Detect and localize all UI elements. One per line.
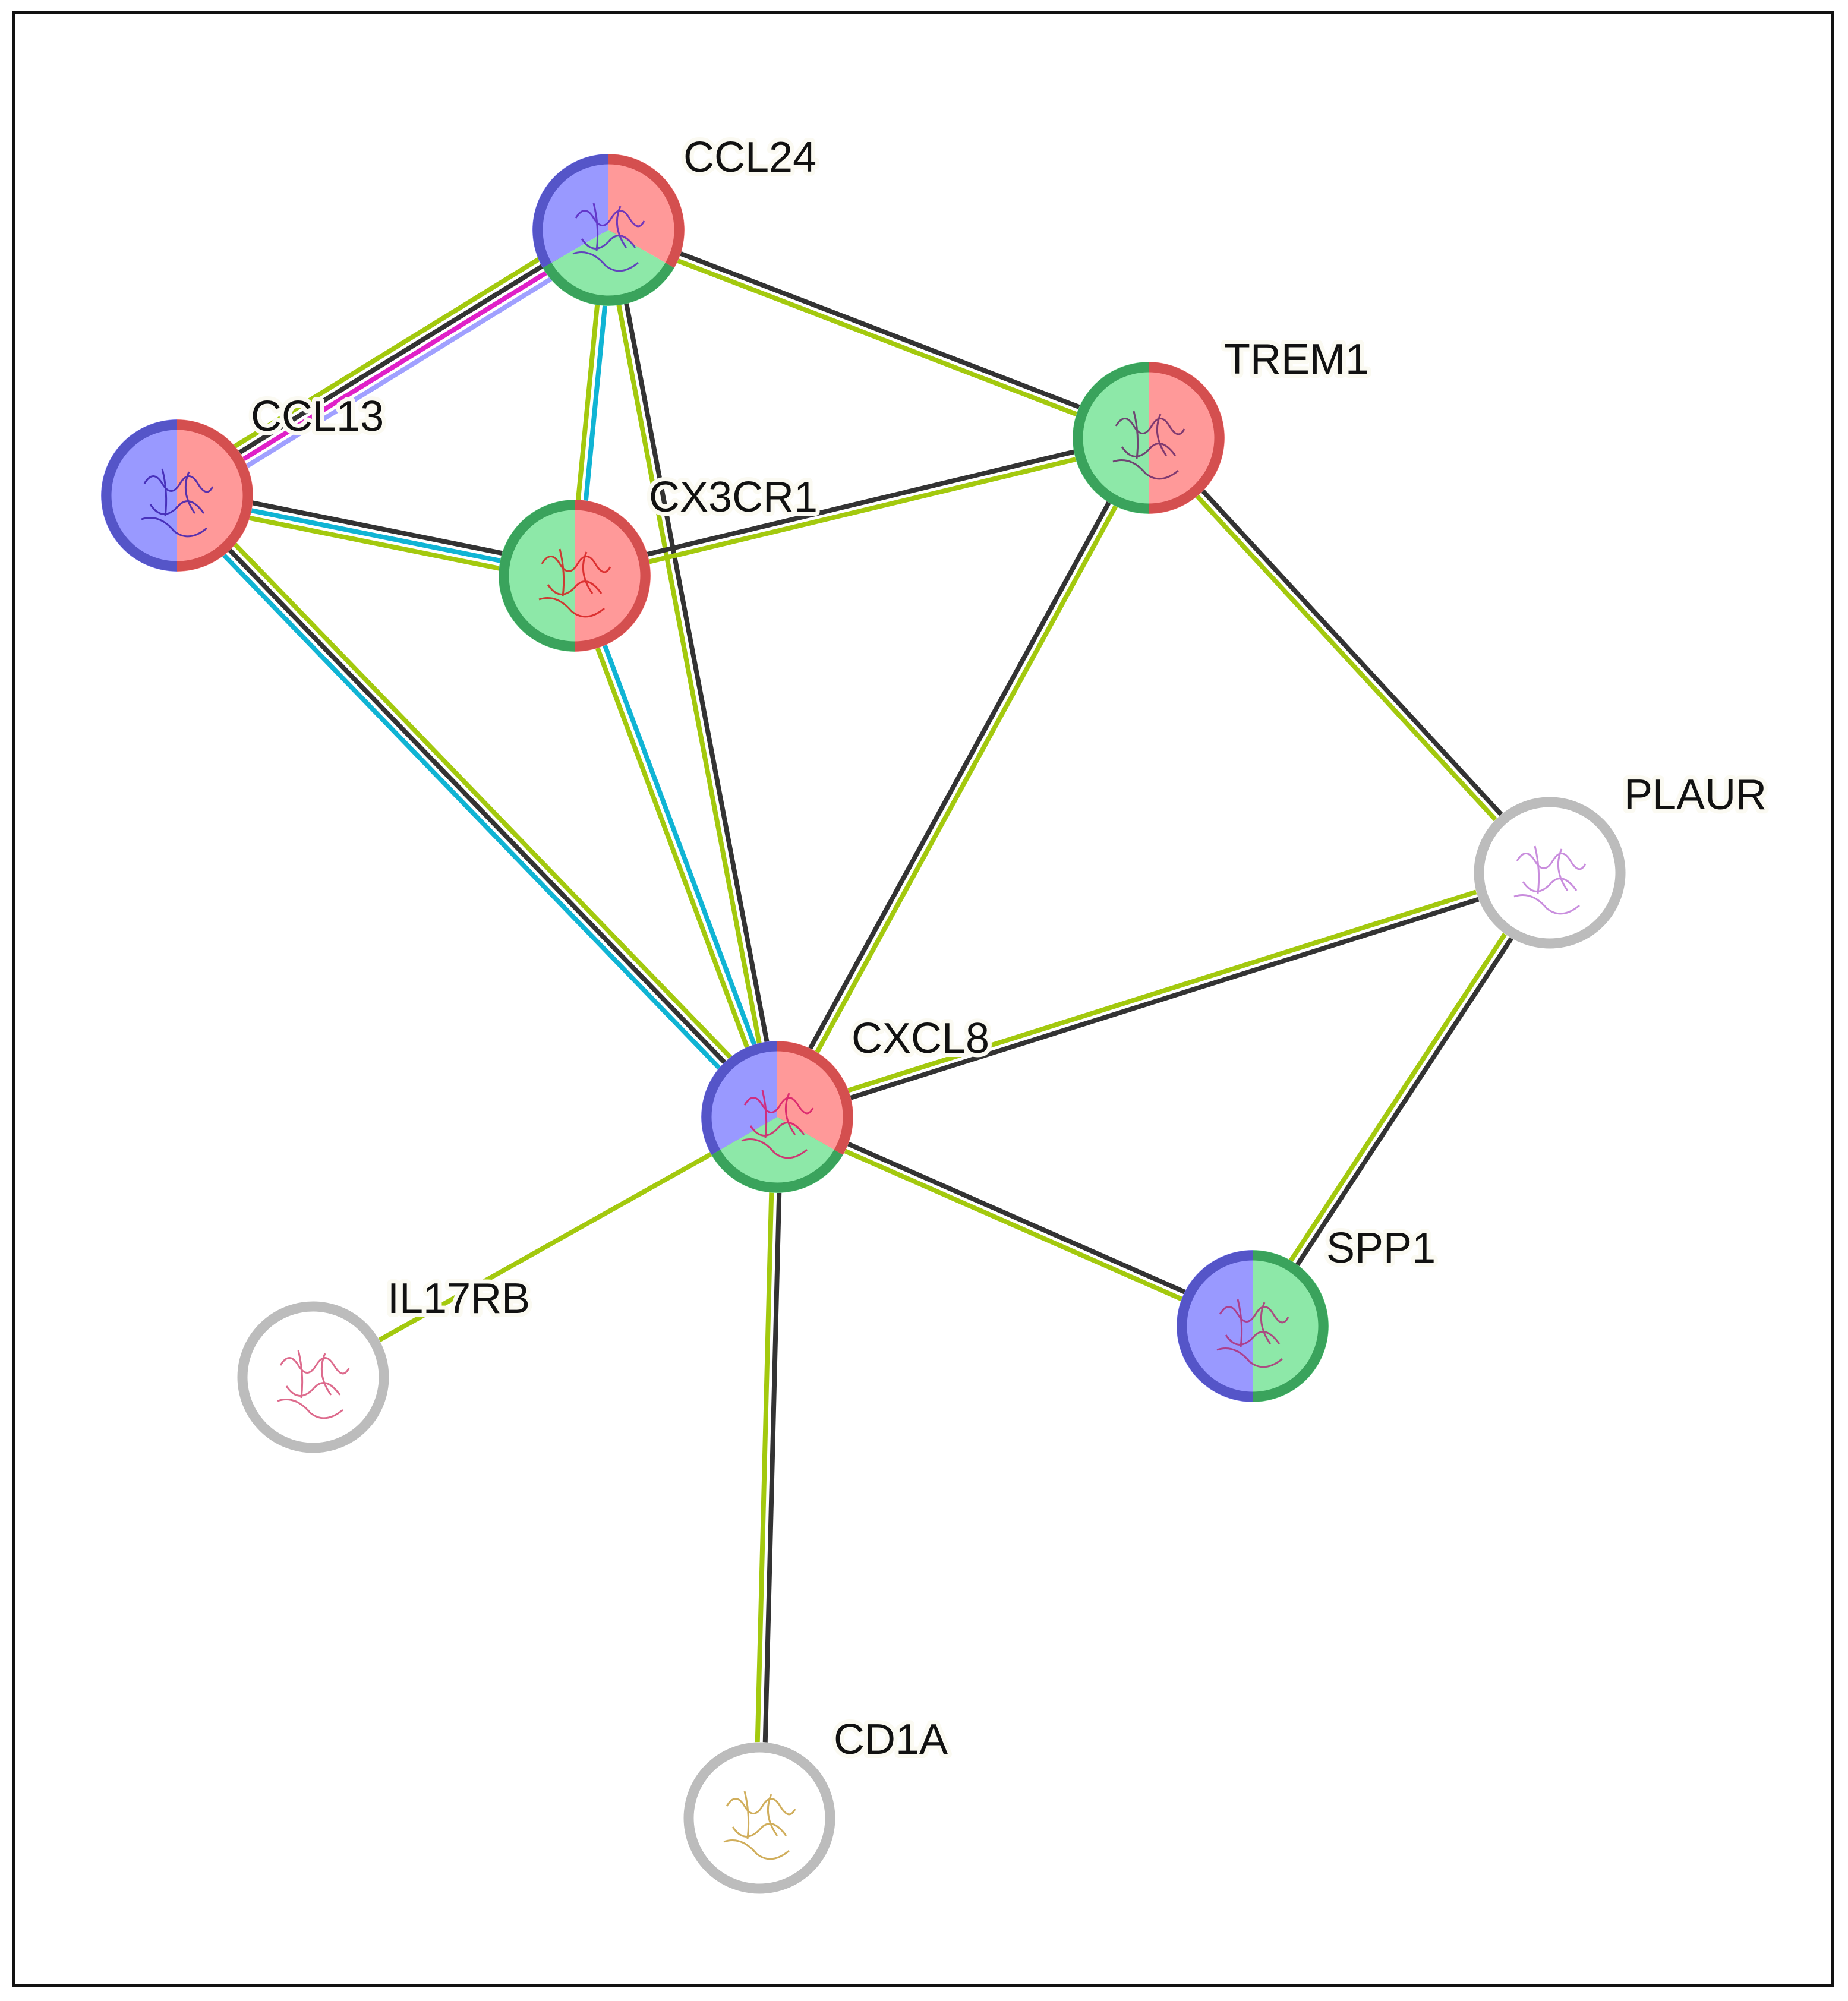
edge-cxcl8-cd1a[interactable]	[753, 1116, 784, 1819]
network-frame	[12, 11, 1834, 1987]
node-cd1a[interactable]	[683, 1742, 835, 1894]
edge-line-textmining	[602, 230, 776, 1118]
edge-line-coexpression	[761, 1117, 784, 1819]
node-ring	[683, 1742, 835, 1894]
edge-line-coexpression	[1254, 873, 1555, 1330]
edge-line-coexpression	[777, 874, 1552, 1123]
node-ring	[237, 1301, 389, 1453]
edge-cxcl8-il17rb[interactable]	[312, 1115, 778, 1380]
edge-cx3cr1-trem1[interactable]	[573, 431, 1150, 582]
protein-structure-icon	[1513, 845, 1587, 915]
node-sector	[1149, 362, 1225, 514]
node-ring-arc	[176, 419, 253, 572]
node-label-spp1: SPP1	[1326, 1224, 1436, 1272]
edge-line-coexpression	[771, 434, 1147, 1116]
edge-line-coexpression	[174, 225, 608, 494]
protein-structure-icon	[141, 468, 214, 538]
protein-structure-icon	[1112, 411, 1185, 480]
edge-line-database	[169, 499, 774, 1124]
node-ring-arc	[711, 1150, 843, 1193]
nodes-layer	[101, 154, 1626, 1894]
edge-line-experiment	[178, 231, 612, 501]
node-ring-arc	[101, 419, 178, 572]
edge-trem1-cxcl8[interactable]	[771, 434, 1155, 1121]
node-ring-arc	[543, 263, 674, 306]
edge-line-textmining	[569, 576, 776, 1119]
edge-line-database	[576, 573, 783, 1117]
node-ring-arc	[1177, 1250, 1253, 1402]
edge-line-coexpression	[608, 224, 1151, 437]
edge-line-textmining	[778, 438, 1155, 1121]
node-label-cx3cr1: CX3CR1	[649, 474, 818, 521]
node-ring-arc	[499, 500, 575, 652]
edge-line-textmining	[169, 217, 604, 488]
edge-line-textmining	[1144, 438, 1549, 878]
node-plaur[interactable]	[1474, 797, 1626, 949]
node-ring-arc	[1252, 1250, 1329, 1402]
node-label-ccl24: CCL24	[683, 134, 816, 181]
protein-structure-icon	[538, 548, 611, 618]
edge-line-textmining	[181, 488, 785, 1113]
node-ring-arc	[1148, 362, 1225, 514]
node-ring-arc	[701, 1041, 778, 1155]
node-cx3cr1[interactable]	[499, 500, 651, 652]
edge-line-coexpression	[175, 494, 779, 1119]
edge-line-coexpression	[610, 229, 784, 1117]
edge-ccl13-cxcl8[interactable]	[169, 488, 785, 1124]
edge-line-textmining	[775, 866, 1550, 1116]
node-fill	[1474, 797, 1626, 949]
edge-line-textmining	[575, 439, 1150, 582]
node-cxcl8[interactable]	[701, 1041, 853, 1193]
edge-line-textmining	[606, 231, 1149, 444]
node-ring-arc	[532, 154, 609, 268]
node-sector	[575, 500, 651, 652]
edge-plaur-cxcl8[interactable]	[775, 866, 1552, 1123]
edge-cxcl8-spp1[interactable]	[774, 1111, 1256, 1332]
node-trem1[interactable]	[1073, 362, 1225, 514]
edge-ccl24-trem1[interactable]	[606, 224, 1151, 444]
edges-layer	[169, 217, 1555, 1819]
node-label-trem1: TREM1	[1224, 336, 1369, 383]
edge-line-textmining	[312, 1115, 778, 1380]
node-ccl24[interactable]	[532, 154, 685, 306]
edge-line-homology	[182, 238, 616, 508]
edge-line-textmining	[1247, 869, 1549, 1325]
protein-structure-icon	[1216, 1299, 1289, 1368]
protein-structure-icon	[277, 1350, 350, 1419]
node-il17rb[interactable]	[237, 1301, 389, 1453]
node-label-plaur: PLAUR	[1624, 771, 1767, 819]
node-fill	[683, 1742, 835, 1894]
node-ring-arc	[777, 1041, 853, 1155]
edge-trem1-plaur[interactable]	[1144, 433, 1554, 878]
edge-line-textmining	[774, 1118, 1252, 1332]
edge-line-coexpression	[573, 431, 1149, 575]
node-label-cxcl8: CXCL8	[852, 1015, 989, 1062]
node-ring-arc	[574, 500, 651, 652]
edge-ccl24-cxcl8[interactable]	[602, 229, 784, 1118]
protein-structure-icon	[723, 1791, 796, 1860]
node-spp1[interactable]	[1177, 1250, 1329, 1402]
node-label-cd1a: CD1A	[834, 1716, 948, 1763]
edge-ccl24-ccl13[interactable]	[169, 217, 616, 508]
edge-plaur-spp1[interactable]	[1247, 869, 1555, 1330]
node-label-il17rb: IL17RB	[387, 1275, 530, 1323]
edge-cx3cr1-cxcl8[interactable]	[569, 573, 783, 1119]
protein-structure-icon	[741, 1090, 814, 1159]
node-ring-arc	[608, 154, 685, 268]
edge-line-coexpression	[778, 1111, 1256, 1325]
protein-structure-icon	[572, 203, 645, 272]
node-ring	[1474, 797, 1626, 949]
node-ring-arc	[1073, 362, 1149, 514]
edge-line-textmining	[753, 1116, 776, 1818]
node-label-ccl13: CCL13	[251, 393, 384, 440]
node-fill	[237, 1301, 389, 1453]
node-ccl13[interactable]	[101, 419, 253, 572]
node-sector	[1253, 1250, 1329, 1402]
edge-line-coexpression	[1149, 433, 1554, 872]
